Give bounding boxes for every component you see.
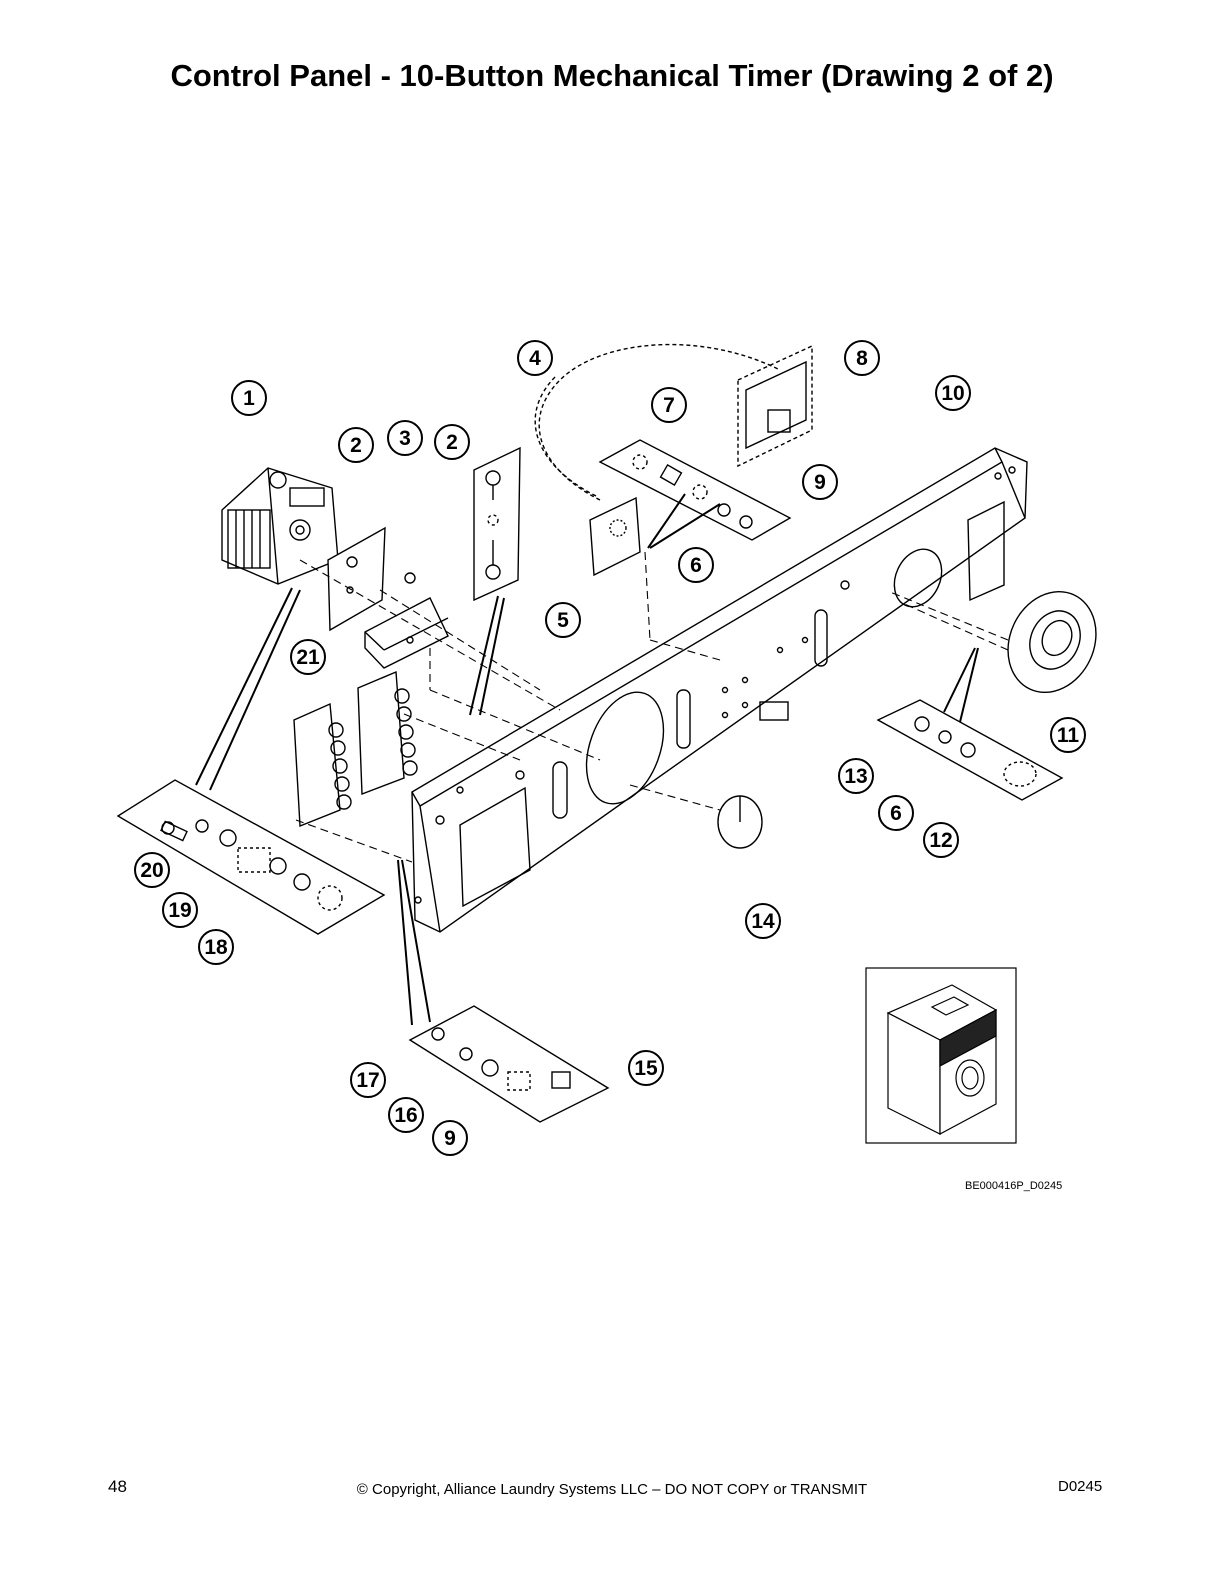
callout-label: 11 [1057,724,1080,747]
page-number: 48 [108,1477,127,1496]
callout-label: 15 [634,1057,658,1080]
callout-circle [844,340,880,376]
callout-circle [678,547,714,583]
screw-detail-box [473,446,521,602]
callout-label: 8 [856,347,868,370]
callout-circle [162,892,198,928]
callout-label: 17 [356,1069,379,1092]
control-panel-part [411,447,1028,933]
circuit-board-part [589,344,813,577]
hardware-detail-box-left [116,779,386,935]
callout-label: 6 [690,554,702,577]
callout-circle [387,420,423,456]
document-code: D0245 [1058,1478,1103,1495]
callout-label: 10 [941,382,964,405]
callout-label: 6 [890,802,902,825]
knob-detail-box [598,439,792,541]
callout-label: 21 [296,646,320,669]
callout-label: 20 [140,859,163,882]
drawing-id: BE000416P_D0245 [965,1180,1063,1192]
callout-label: 2 [446,431,458,454]
callout-circle [935,375,971,411]
callout-label: 1 [243,387,255,410]
callout-label: 12 [929,829,952,852]
callout-circle [198,929,234,965]
callout-circle [838,758,874,794]
callout-circle [434,424,470,460]
callout-circle [1050,717,1086,753]
callout-label: 2 [350,434,362,457]
callout-label: 14 [751,910,775,933]
timer-motor-part [221,467,339,585]
callout-label: 3 [399,427,411,450]
push-button-switch-part [293,670,418,828]
hardware-detail-box-right [876,699,1064,801]
callout-circle [517,340,553,376]
callout-circle [651,387,687,423]
callout-circle [134,852,170,888]
mounting-plate-part [327,526,449,669]
callout-circle [545,602,581,638]
callout-label: 19 [168,899,191,922]
spacer-part [404,572,416,584]
callout-label: 16 [394,1104,417,1127]
callout-circle [388,1097,424,1133]
page-title: Control Panel - 10-Button Mechanical Tim… [170,58,1054,93]
callout-circle [878,795,914,831]
hardware-detail-box-bottom [408,1005,610,1123]
callout-circle [338,427,374,463]
callout-label: 13 [844,765,867,788]
callout-label: 7 [663,394,675,417]
callout-label: 5 [557,609,569,632]
callout-circle [628,1050,664,1086]
callout-circle [745,903,781,939]
callout-label: 9 [814,471,826,494]
lens-part [1007,590,1097,694]
callout-circle [802,464,838,500]
callout-circle [432,1120,468,1156]
callout-circle [923,822,959,858]
callout-circle [290,639,326,675]
callout-label: 18 [204,936,228,959]
callout-circle [231,380,267,416]
copyright-notice: © Copyright, Alliance Laundry Systems LL… [356,1481,868,1498]
callout-label: 4 [529,347,541,370]
callout-label: 9 [444,1127,456,1150]
callout-circle [350,1062,386,1098]
machine-inset-illustration [865,967,1017,1144]
